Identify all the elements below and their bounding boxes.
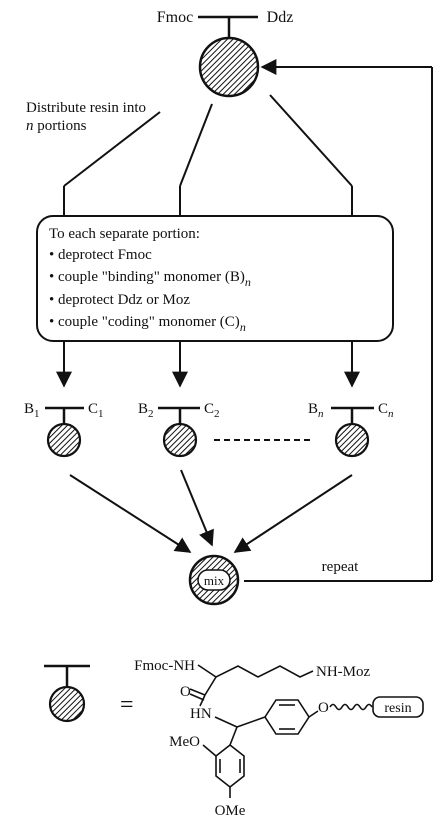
box-title: To each separate portion: (49, 226, 200, 242)
portion-bead-2: B2 C2 (138, 401, 220, 458)
meo-label: MeO (169, 734, 200, 750)
top-bead-group: Fmoc Ddz (157, 9, 294, 98)
bead-1-right: C1 (88, 401, 104, 420)
ddz-label: Ddz (267, 9, 294, 26)
bead-1 (46, 422, 82, 458)
bead-n-left: Bn (308, 401, 324, 420)
nh-moz-label: NH-Moz (316, 664, 370, 680)
equals-sign: = (120, 692, 134, 718)
carbonyl-o-label: O (180, 684, 191, 700)
instruction-box-border (36, 215, 394, 342)
bullet-3: • deprotect Ddz or Moz (49, 292, 190, 308)
bead-2 (162, 422, 198, 458)
ether-o-label: O (318, 700, 329, 716)
distribute-rest: portions (34, 118, 87, 134)
mix-label: mix (204, 573, 225, 588)
mix-bead-group: mix (188, 554, 240, 606)
hn-label: HN (190, 706, 212, 722)
repeat-loop: repeat (244, 59, 433, 582)
wavy-linker (329, 703, 373, 711)
down-arrows (56, 341, 360, 388)
fmoc-nh-label: Fmoc-NH (134, 658, 195, 674)
instruction-box: To each separate portion: • deprotect Fm… (36, 215, 394, 342)
bullet-2: • couple "binding" monomer (B)n (49, 269, 251, 289)
converge-arrows (69, 469, 353, 553)
portion-bead-1: B1 C1 (24, 401, 104, 458)
alkyl-chain (197, 664, 314, 678)
bead-n (334, 422, 370, 458)
distribute-n: n (26, 118, 34, 134)
distribute-line-2: n portions (26, 118, 87, 134)
resin-box (372, 696, 424, 718)
fmoc-label: Fmoc (157, 9, 193, 26)
ome-label: OMe (215, 803, 246, 819)
bead-2-left: B2 (138, 401, 154, 420)
legend: = (44, 658, 424, 819)
portion-bead-n: Bn Cn (308, 401, 394, 458)
bullet-4: • couple "coding" monomer (C)n (49, 314, 246, 334)
resin-label: resin (384, 701, 411, 716)
mix-label-bg (197, 569, 231, 591)
repeat-label: repeat (322, 559, 359, 575)
bead-1-left: B1 (24, 401, 40, 420)
bead-n-right: Cn (378, 401, 394, 420)
legend-bead (48, 685, 86, 723)
bead-2-right: C2 (204, 401, 220, 420)
resin-bead (198, 36, 260, 98)
distribute-line-1: Distribute resin into (26, 100, 146, 116)
bullet-1: • deprotect Fmoc (49, 247, 152, 263)
chemical-structure (189, 664, 373, 798)
branch-lines (63, 94, 353, 216)
